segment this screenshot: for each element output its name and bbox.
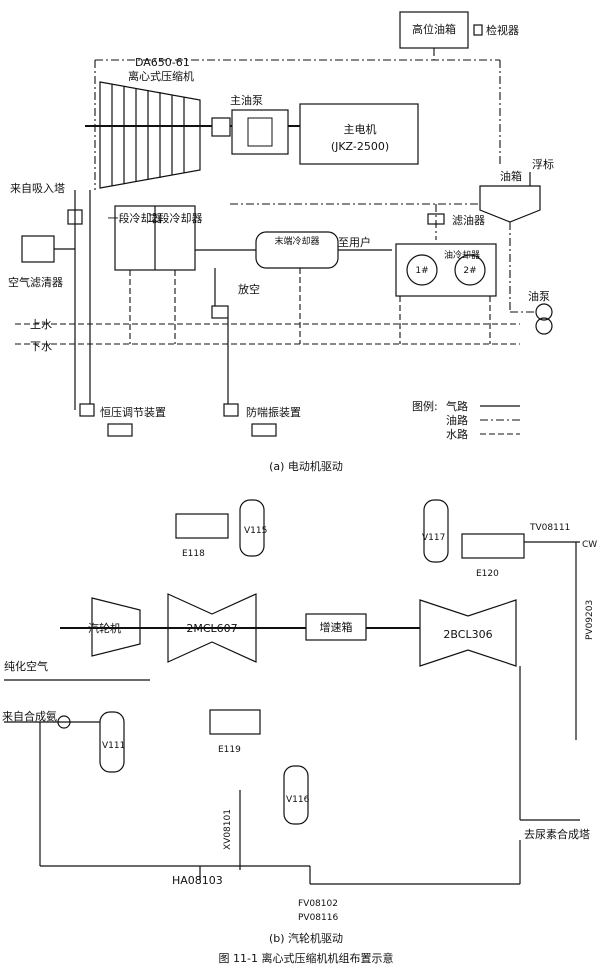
to-user-label: 至用户	[338, 235, 371, 249]
PV09203-label: PV09203	[585, 600, 595, 640]
cooler1-label: 一段冷却器	[108, 211, 163, 225]
TV08111-label: TV08111	[529, 523, 570, 533]
diagram-b: V115 E118 V117 E120 TV08111 CW 汽轮机 2MCL6…	[2, 499, 597, 945]
legend-water: 水路	[446, 428, 468, 441]
oil-cooler-1-label: 1#	[415, 266, 428, 276]
oil-filter-label: 滤油器	[452, 213, 485, 227]
E119-label: E119	[218, 745, 241, 755]
oil-cooler-2-label: 2#	[463, 266, 476, 276]
compressor-name-label: 离心式压缩机	[128, 69, 194, 83]
exchanger-E119	[209, 709, 261, 735]
XV08101-label: XV08101	[223, 809, 233, 850]
V115-label: V115	[244, 526, 267, 536]
CW-label: CW	[582, 540, 597, 550]
cooler2-label: 二段冷却器	[148, 211, 203, 225]
oil-cooler-label: 油冷却器	[444, 249, 480, 261]
main-motor	[299, 103, 419, 165]
from-ammonia-label: 来自合成氨	[2, 709, 57, 723]
compressor-2BCL306	[419, 599, 517, 667]
main-motor-model: (JKZ-2500)	[331, 140, 389, 153]
diagram-a: 高位油箱 检视器 DA650-61 离心式压缩机 主油泵 主电机 (JKZ-25…	[8, 11, 554, 473]
air-filter-label: 空气滤清器	[8, 275, 63, 289]
gearbox-label: 增速箱	[320, 620, 353, 634]
sight-glass	[473, 24, 483, 36]
compressor-hp-label: 2BCL306	[443, 628, 492, 641]
oil-pump-label: 油泵	[528, 289, 550, 303]
after-cooler-label: 末端冷却器	[274, 235, 319, 247]
pressure-regulator-label: 恒压调节装置	[100, 406, 166, 419]
gearbox	[305, 613, 367, 641]
compressor-model-label: DA650-61	[135, 56, 190, 69]
caption-a: (a) 电动机驱动	[269, 459, 343, 473]
anti-surge-label: 防喘振装置	[246, 405, 301, 419]
V116-label: V116	[286, 795, 310, 805]
legend-title: 图例:	[412, 399, 438, 413]
pure-air-label: 纯化空气	[4, 659, 48, 673]
exchanger-E118	[175, 513, 229, 539]
oil-tank	[479, 185, 541, 223]
main-oil-pump-label: 主油泵	[230, 93, 263, 107]
high-oil-tank-label: 高位油箱	[412, 22, 456, 36]
vessel-V111	[99, 711, 125, 773]
E118-label: E118	[182, 549, 205, 559]
oil-cooler	[395, 243, 497, 297]
PV08116-label: PV08116	[298, 913, 338, 923]
vent-label: 放空	[238, 282, 260, 296]
water-out-label: 下水	[30, 340, 52, 353]
to-urea-label: 去尿素合成塔	[524, 827, 590, 841]
vessel-V115	[239, 499, 265, 557]
V117-label: V117	[422, 533, 445, 543]
vessel-V116	[283, 765, 309, 825]
figure-caption: 图 11-1 离心式压缩机机组布置示意	[219, 951, 394, 965]
legend-gas: 气路	[446, 399, 468, 413]
caption-b: (b) 汽轮机驱动	[269, 931, 343, 945]
sight-glass-label: 检视器	[486, 23, 519, 37]
compressor-body	[99, 81, 201, 189]
HA08103-label: HA08103	[172, 874, 223, 887]
main-motor-label: 主电机	[344, 122, 377, 136]
E120-label: E120	[476, 569, 499, 579]
exchanger-E120	[461, 533, 525, 559]
high-oil-tank	[399, 11, 469, 49]
water-in-label: 上水	[30, 318, 52, 331]
oil-tank-label: 油箱	[500, 169, 522, 183]
oil-pump	[535, 303, 553, 321]
air-filter	[21, 235, 55, 263]
vessel-V117	[423, 499, 449, 563]
V111-label: V111	[102, 741, 125, 751]
FV08102-label: FV08102	[298, 899, 338, 909]
intake-label: 来自吸入塔	[10, 182, 65, 195]
float-label: 浮标	[532, 157, 554, 171]
legend-oil: 油路	[446, 413, 468, 427]
